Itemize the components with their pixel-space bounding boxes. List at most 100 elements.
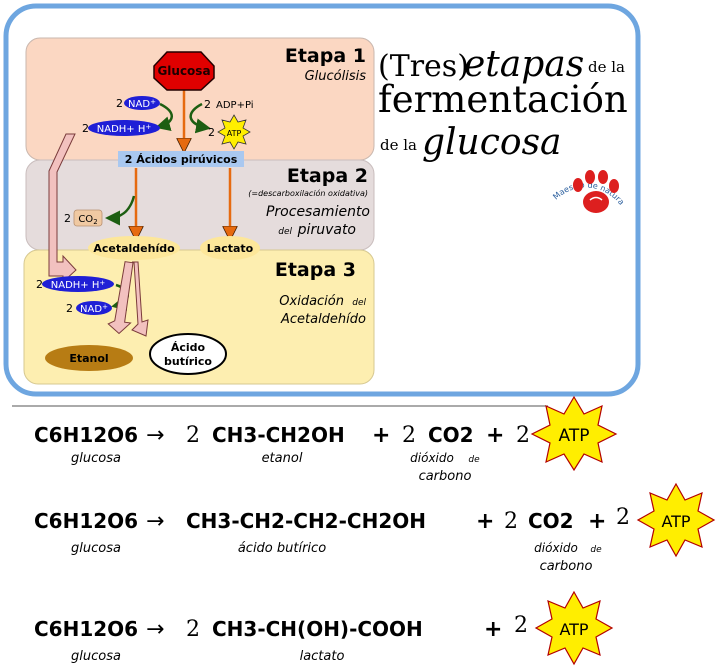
nadh-sup-stage3: + — [99, 279, 105, 287]
eq3-product1: CH3-CH(OH)-COOH — [212, 617, 423, 641]
equation-2: C6H12O6 → CH3-CH2-CH2-CH2OH + 2 CO2 + 2 … — [34, 482, 716, 574]
co2-badge: CO2 — [73, 209, 103, 227]
eq3-product1-label: lactato — [300, 649, 345, 664]
eq2-product2-label-2: carbono — [540, 559, 593, 574]
svg-text:NAD+: NAD+ — [80, 303, 108, 315]
nad-coef-stage3: 2 — [66, 302, 73, 315]
eq2-atp-star: ATP — [636, 482, 716, 558]
acetaldehido-label: Acetaldehído — [93, 242, 175, 255]
eq1-product1: CH3-CH2OH — [212, 423, 345, 447]
nad-badge-stage1: NAD+ — [124, 96, 160, 110]
nad-coef-stage1: 2 — [116, 97, 123, 110]
eq2-coef3: 2 — [616, 505, 630, 530]
nadh-label-stage1: NADH+ H — [97, 124, 146, 135]
eq3-reactant: C6H12O6 — [34, 617, 138, 641]
stage3-heading: Etapa 3 — [275, 259, 356, 281]
piruvico-node: 2 Ácidos pirúvicos — [118, 151, 244, 167]
glucosa-node: Glucosa — [153, 51, 215, 91]
eq1-product2-label-1: dióxido — [410, 451, 454, 465]
svg-text:CO2: CO2 — [78, 214, 97, 226]
stage1-heading: Etapa 1 — [285, 45, 366, 67]
eq2-arrow: → — [146, 509, 164, 534]
co2-sub: 2 — [93, 218, 97, 226]
arrow-acetaldehido-etanol — [107, 261, 134, 335]
acido-butirico-label-1: Ácido — [171, 341, 206, 354]
eq1-coef2: 2 — [402, 423, 416, 448]
atp-star-stage1: ATP — [217, 114, 251, 150]
eq3-plus1: + — [484, 617, 502, 642]
eq1-product2: CO2 — [428, 423, 474, 447]
co2-label: CO — [78, 214, 93, 225]
svg-text:NAD+: NAD+ — [128, 98, 156, 110]
lactato-node: Lactato — [200, 236, 260, 260]
eq3-coef1: 2 — [186, 617, 200, 642]
nadh-coef-stage3: 2 — [36, 278, 43, 291]
nadh-badge-stage1: NADH+ H+ — [88, 120, 160, 136]
atp-coef-stage1: 2 — [208, 126, 215, 139]
paw-icon — [573, 170, 619, 213]
nadh-coef-stage1: 2 — [82, 122, 89, 135]
acido-butirico-label-2: butírico — [164, 355, 212, 368]
eq1-reactant: C6H12O6 — [34, 423, 138, 447]
nad-sup-stage1: + — [150, 98, 156, 106]
eq2-product1-label: ácido butírico — [238, 541, 326, 556]
adp-coef: 2 — [204, 98, 211, 111]
nad-sup-stage3: + — [102, 303, 108, 311]
stage1-subtitle: Glucólisis — [305, 69, 367, 84]
eq1-coef1: 2 — [186, 423, 200, 448]
stage3-subtitle-1a: Oxidación — [279, 294, 344, 309]
arrow-acetaldehido-butirico — [131, 261, 149, 337]
eq1-atp-label: ATP — [559, 426, 590, 446]
nadh-badge-stage3: NADH+ H+ — [42, 276, 114, 292]
eq3-atp-star: ATP — [534, 590, 614, 666]
stage2-subtitle-2a: del — [278, 227, 292, 237]
stage3-subtitle-1b: del — [352, 298, 366, 308]
acido-butirico-node: Ácido butírico — [149, 333, 227, 375]
svg-text:NADH+ H+: NADH+ H+ — [97, 123, 152, 135]
equation-3: C6H12O6 → 2 CH3-CH(OH)-COOH + 2 ATP gluc… — [34, 590, 614, 666]
eq2-product1: CH3-CH2-CH2-CH2OH — [186, 509, 426, 533]
eq3-reactant-label: glucosa — [71, 649, 121, 664]
piruvico-label: 2 Ácidos pirúvicos — [125, 153, 238, 166]
nadh-label-stage3: NADH+ H — [51, 280, 100, 291]
nad-label-stage1: NAD — [128, 99, 150, 110]
arrow-nad-to-nadh — [155, 102, 173, 132]
eq2-product2-label-1b: de — [590, 545, 602, 555]
title-line3-b: glucosa — [422, 122, 562, 163]
eq3-coef3: 2 — [514, 613, 528, 638]
eq1-plus1: + — [372, 423, 390, 448]
eq2-product2-label-1: dióxido — [534, 541, 578, 555]
arrow-co2-release — [105, 195, 136, 226]
atp-label-stage1: ATP — [227, 129, 242, 138]
eq2-atp-label: ATP — [661, 512, 690, 531]
eq1-product2-label-2: carbono — [419, 469, 472, 484]
eq1-reactant-label: glucosa — [71, 451, 121, 466]
lactato-label: Lactato — [207, 242, 254, 255]
eq1-atp-star: ATP — [530, 395, 618, 472]
stage2-heading: Etapa 2 — [287, 165, 368, 187]
eq2-reactant-label: glucosa — [71, 541, 121, 556]
eq2-plus1: + — [476, 509, 494, 534]
eq1-coef3: 2 — [516, 423, 530, 448]
eq1-product1-label: etanol — [262, 451, 303, 466]
svg-text:NADH+ H+: NADH+ H+ — [51, 279, 106, 291]
etanol-label: Etanol — [69, 352, 108, 365]
adp-label: ADP+Pi — [216, 100, 254, 111]
eq3-atp-label: ATP — [559, 620, 588, 639]
title-line1-c: de la — [588, 58, 625, 76]
glucosa-label: Glucosa — [157, 64, 210, 78]
eq2-reactant: C6H12O6 — [34, 509, 138, 533]
title-line3-a: de la — [380, 136, 417, 154]
eq1-plus2: + — [486, 423, 504, 448]
title-line1-b: etapas — [464, 44, 584, 85]
nad-badge-stage3: NAD+ — [76, 301, 112, 315]
eq2-plus2: + — [588, 509, 606, 534]
title-line2: fermentación — [378, 78, 628, 121]
etanol-node: Etanol — [45, 345, 133, 371]
eq1-arrow: → — [146, 423, 164, 448]
eq2-coef2: 2 — [504, 509, 518, 534]
equation-1: C6H12O6 → 2 CH3-CH2OH + 2 CO2 + 2 ATP gl… — [34, 395, 618, 484]
stage3-subtitle-2: Acetaldehído — [280, 312, 366, 327]
eq3-arrow: → — [146, 617, 164, 642]
